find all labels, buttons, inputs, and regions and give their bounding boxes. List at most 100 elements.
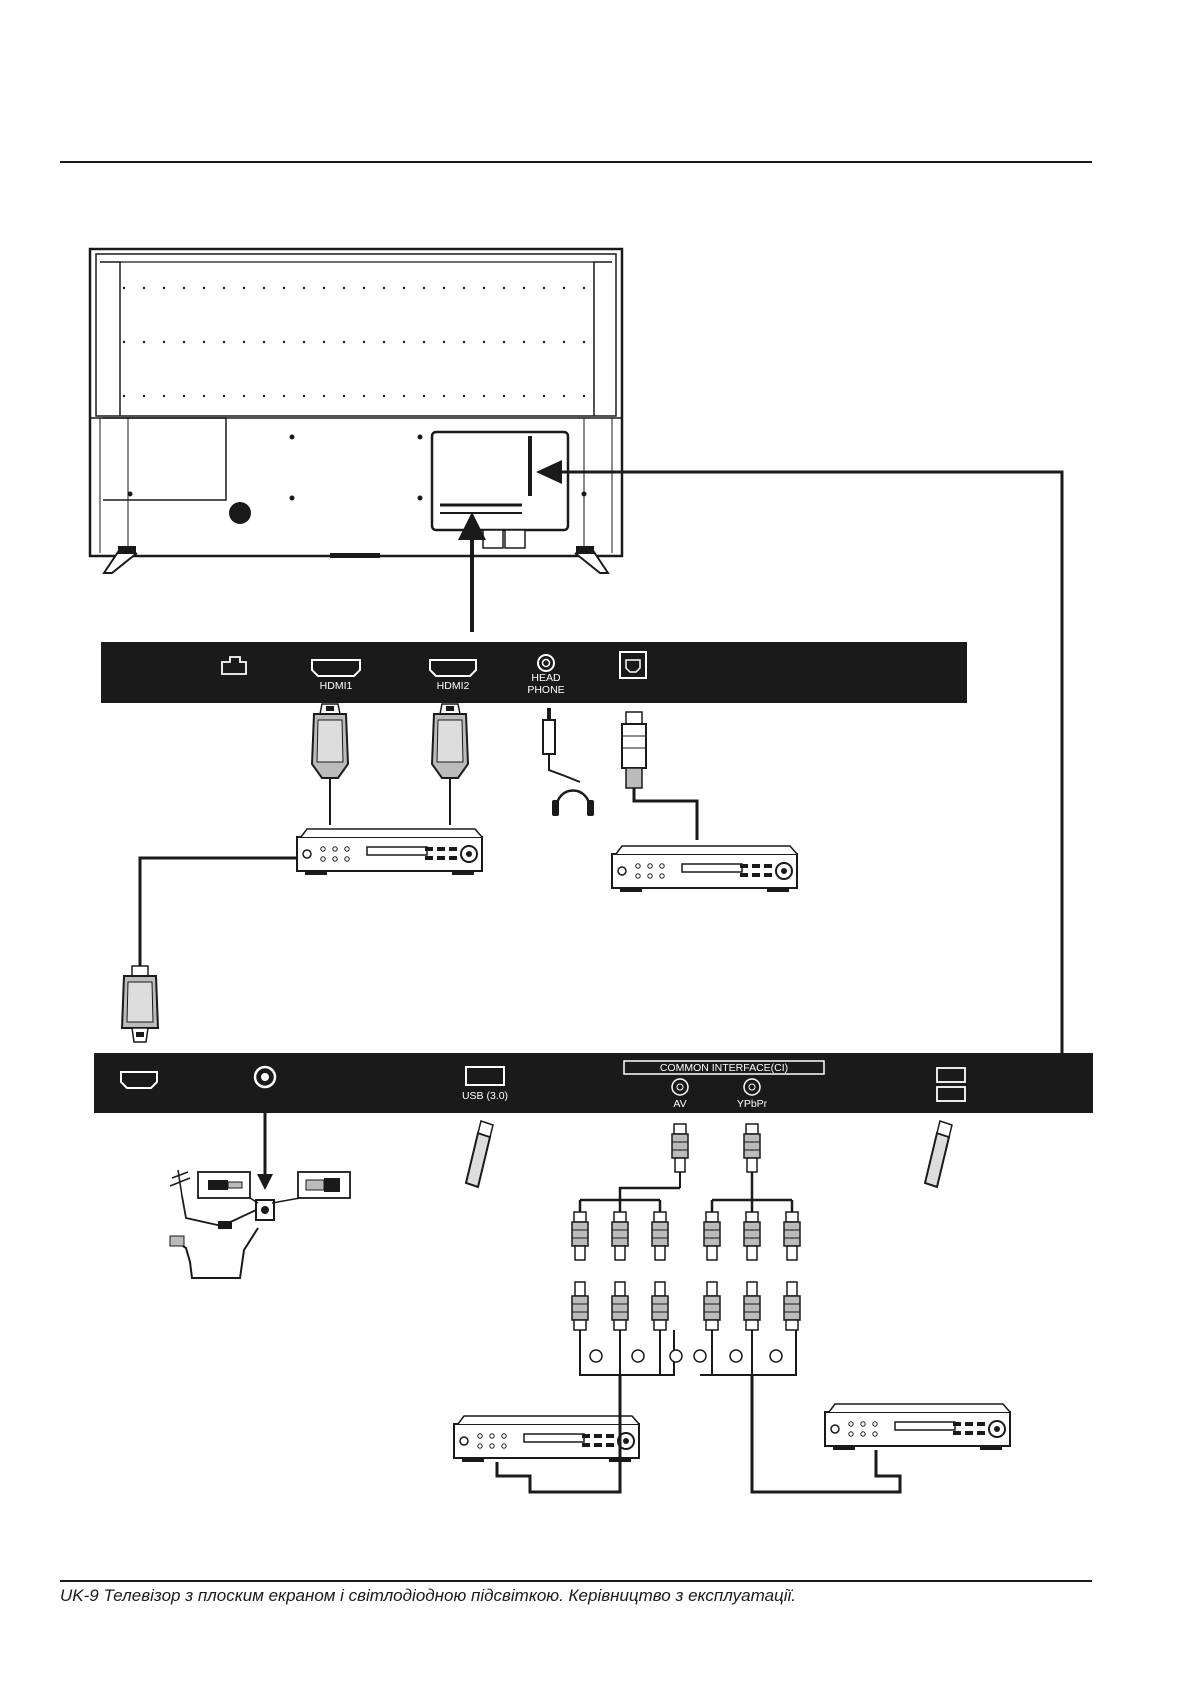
vent-dot (402, 340, 406, 344)
player-optical (611, 845, 798, 893)
tv-vent-dots (122, 286, 587, 501)
arrow-left-head (536, 460, 562, 484)
vent-dot (482, 286, 486, 290)
vent-dot (482, 340, 486, 344)
vent-dot (302, 286, 306, 290)
footer-rule (60, 1580, 1092, 1582)
vent-dot (342, 394, 346, 398)
headphones-icon (542, 708, 594, 816)
vent-dot (502, 340, 506, 344)
ypbpr-port-icon (743, 1078, 761, 1096)
vent-dot (502, 286, 506, 290)
hdmi2-label: HDMI2 (437, 680, 470, 692)
vent-dot (542, 394, 546, 398)
screw-hole (581, 491, 587, 497)
vent-dot (142, 394, 146, 398)
usb-label: USB (3.0) (462, 1090, 508, 1102)
vent-dot (202, 286, 206, 290)
arrow-up-head (458, 512, 486, 540)
vent-dot (502, 394, 506, 398)
optical-port-icon (619, 651, 647, 679)
rca-jack-strip (579, 1330, 797, 1376)
vent-dot (402, 394, 406, 398)
usb-port-icon (465, 1066, 505, 1086)
hdmi-cable-2 (431, 703, 469, 825)
vent-dot (302, 394, 306, 398)
vent-dot (462, 394, 466, 398)
hdmi2-port-icon (429, 659, 477, 677)
vent-dot (382, 394, 386, 398)
ypbpr-player-cable (750, 1375, 902, 1494)
headphone-label-line1: HEAD (531, 672, 561, 684)
vent-dot (422, 340, 426, 344)
vent-dot (322, 340, 326, 344)
vent-dot (522, 340, 526, 344)
screw-hole (417, 434, 423, 440)
tv-rear (88, 247, 624, 574)
lan-port-icon (221, 656, 247, 675)
vent-dot (362, 394, 366, 398)
usb-stick-1 (465, 1120, 494, 1188)
hdmi3-port-icon (120, 1071, 158, 1089)
vent-dot (322, 394, 326, 398)
vent-dot (382, 340, 386, 344)
player-ypbpr (824, 1403, 1011, 1451)
header-rule (60, 161, 1092, 163)
vent-dot (562, 286, 566, 290)
vent-dot (582, 394, 586, 398)
hdmi-cable-3-line (138, 856, 297, 970)
hdmi-cable-3 (120, 965, 160, 1043)
vent-dot (242, 340, 246, 344)
usb-stick-2 (924, 1120, 953, 1188)
vent-dot (542, 340, 546, 344)
vent-dot (222, 340, 226, 344)
vent-dot (442, 340, 446, 344)
vent-dot (442, 286, 446, 290)
antenna-arrow-head (257, 1174, 273, 1190)
vent-dot (282, 286, 286, 290)
vent-dot (382, 286, 386, 290)
vent-dot (362, 340, 366, 344)
vent-dot (462, 340, 466, 344)
hdmi1-label: HDMI1 (320, 680, 353, 692)
vent-dot (362, 286, 366, 290)
antenna-port-icon (253, 1065, 277, 1089)
vent-dot (522, 394, 526, 398)
vent-dot (162, 286, 166, 290)
screw-hole (289, 434, 295, 440)
vent-dot (122, 340, 126, 344)
vent-dot (242, 286, 246, 290)
vent-dot (182, 340, 186, 344)
headphone-port-icon (537, 654, 555, 672)
vent-dot (422, 394, 426, 398)
vent-dot (122, 394, 126, 398)
vent-dot (402, 286, 406, 290)
vent-dot (222, 394, 226, 398)
vent-dot (482, 394, 486, 398)
bottom-port-panel: USB (3.0) COMMON INTERFACE(CI) AV YPbPr (94, 1053, 1093, 1113)
vent-dot (542, 286, 546, 290)
av-port-icon (671, 1078, 689, 1096)
ci-label-box (623, 1060, 825, 1075)
vent-dot (142, 340, 146, 344)
screw-hole (417, 495, 423, 501)
vent-dot (262, 394, 266, 398)
top-port-panel: HDMI1 HDMI2 HEAD PHONE (101, 642, 967, 703)
vent-dot (462, 286, 466, 290)
optical-cable (621, 711, 699, 840)
vent-dot (522, 286, 526, 290)
vent-dot (342, 286, 346, 290)
vent-dot (302, 340, 306, 344)
av-cable (571, 1123, 689, 1261)
vent-dot (282, 394, 286, 398)
hdmi-cable-1 (311, 703, 349, 825)
vent-dot (162, 340, 166, 344)
player-hdmi (296, 828, 483, 876)
usb2-port-icon (936, 1067, 966, 1083)
screw-hole (127, 491, 133, 497)
vent-dot (442, 394, 446, 398)
rca-plugs-lower (571, 1281, 801, 1331)
usb3-port-icon (936, 1086, 966, 1102)
vent-dot (582, 286, 586, 290)
